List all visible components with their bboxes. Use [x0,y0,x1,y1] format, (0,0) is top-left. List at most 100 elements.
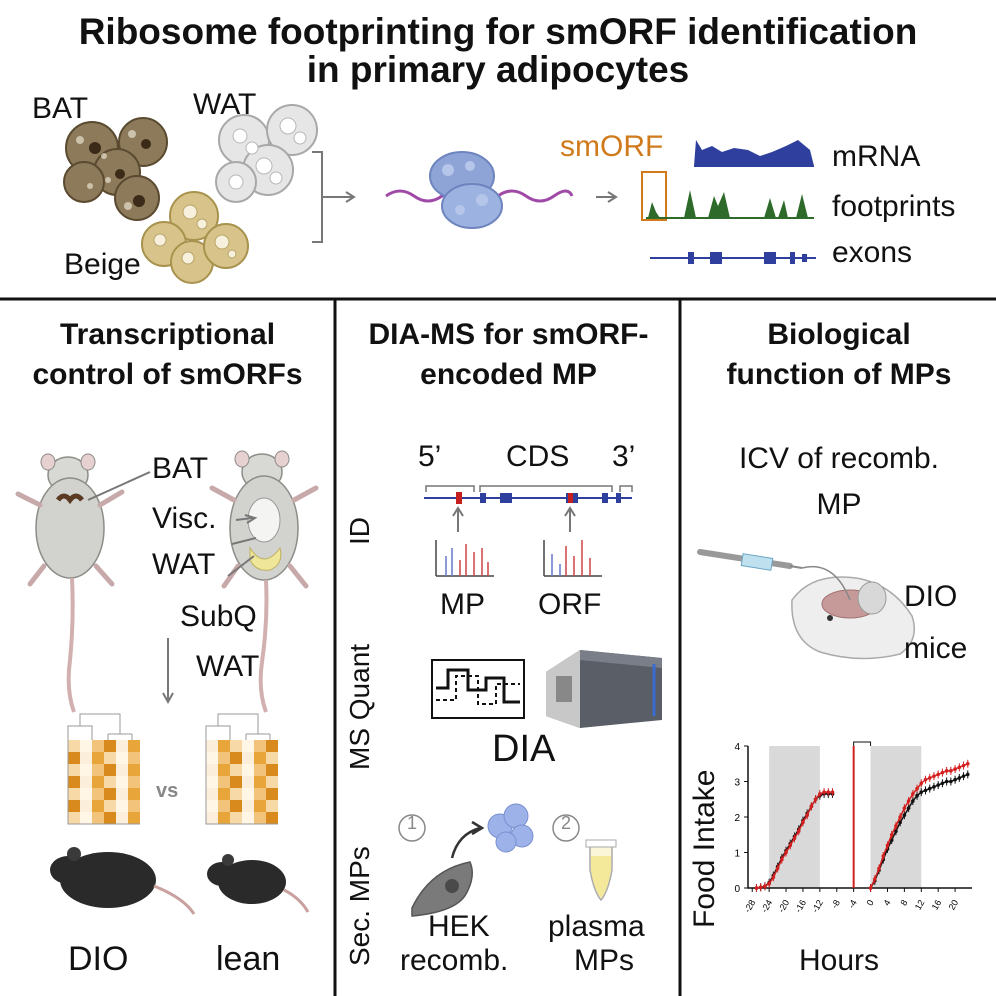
y-tick-label: 4 [734,742,740,753]
heatmap-dio [67,713,278,825]
heatmap-cell [266,764,278,776]
bat-cells [63,117,168,221]
heatmap-cell [128,740,140,752]
heatmap-cell [266,776,278,788]
heatmap-cell [92,764,104,776]
plasma-label: plasma [548,910,645,943]
left-header-line2: control of smORFs [32,358,303,391]
mouse-silhouette-icon [50,847,310,915]
mrna-label: mRNA [832,140,921,173]
dendrogram [67,713,133,740]
heatmap-cell [254,812,266,824]
heatmap-cell [104,740,116,752]
heatmap-cell [266,788,278,800]
heatmap-cell [92,788,104,800]
exons-label: exons [832,236,913,269]
heatmap-cell [104,800,116,812]
dendrogram [205,713,271,740]
heatmap-cell [128,752,140,764]
mice-line1: DIO [904,580,958,613]
wat-cells [215,104,318,203]
tissue-visc-label: Visc. [152,502,217,535]
merge-bracket [312,151,618,243]
heatmap-cell [80,764,92,776]
right-header-line1: Biological [767,318,911,351]
heatmap-cell [68,740,80,752]
x-tick-label: -20 [776,898,791,914]
y-tick-label: 1 [734,849,740,860]
x-tick-label: -4 [846,898,859,910]
heatmap-cell [128,776,140,788]
heatmap-cell [80,740,92,752]
heatmap-cell [80,812,92,824]
tissue-wat-label: WAT [152,548,216,581]
heatmap-cell [92,752,104,764]
heatmap-cell [104,812,116,824]
heatmap-cell [92,800,104,812]
heatmap-cell [218,752,230,764]
x-tick-label: 12 [913,898,927,912]
heatmap-cell [92,776,104,788]
heatmap-cell [68,752,80,764]
footprints-label: footprints [832,190,956,223]
heatmap-cell [254,752,266,764]
heatmap-cell [68,800,80,812]
heatmap-cell [230,788,242,800]
chart-xlabel: Hours [798,944,880,977]
heatmap-cell [218,776,230,788]
heatmap-cell [92,740,104,752]
heatmap-cell [80,776,92,788]
mice-line2: mice [904,632,968,665]
heatmap-cell [68,764,80,776]
x-tick-label: 16 [930,898,944,912]
heatmap-cell [104,788,116,800]
heatmap-cell [116,740,128,752]
heatmap-cell [206,788,218,800]
spectrum-orf-label: ORF [538,588,602,621]
x-tick-label: -28 [742,898,757,914]
icv-line1: ICV of recomb. [738,442,940,475]
page-subtitle: in primary adipocytes [306,49,690,90]
heatmap-cell [116,764,128,776]
heatmap-cell [116,800,128,812]
heatmap-cell [242,800,254,812]
heatmap-cell [242,740,254,752]
bat-label: BAT [32,92,89,125]
heatmap-cell [242,812,254,824]
injection-bracket [853,741,872,746]
x-tick-label: -12 [810,898,825,914]
heatmap-cell [218,764,230,776]
x-tick-label: -8 [829,898,842,910]
x-tick-label: 20 [947,898,961,912]
page-title: Ribosome footprinting for smORF identifi… [78,11,918,52]
right-header-line2: function of MPs [726,358,952,391]
spectrum-mp-label: MP [440,588,485,621]
heatmap-cell [92,812,104,824]
icv-line2: MP [816,488,862,521]
smorf-label: smORF [560,130,664,163]
heatmap-cell [218,740,230,752]
heatmap-cell [266,812,278,824]
heatmap-cell [116,788,128,800]
x-tick-label: 0 [865,898,876,907]
heatmap-axis [67,740,140,825]
heatmap-cell [230,752,242,764]
heatmap-cell [80,788,92,800]
heatmap-cell [242,752,254,764]
heatmap-cell [266,800,278,812]
heatmap-cell [266,752,278,764]
night-shade [870,746,922,888]
heatmap-axis [205,740,278,825]
lean-label: lean [216,940,281,978]
heatmap-cell [254,764,266,776]
heatmap-cell [254,776,266,788]
heatmap-cell [104,764,116,776]
heatmap-cell [68,812,80,824]
heatmap-cell [80,752,92,764]
heatmap-cell [206,800,218,812]
x-tick-label: -16 [793,898,808,914]
